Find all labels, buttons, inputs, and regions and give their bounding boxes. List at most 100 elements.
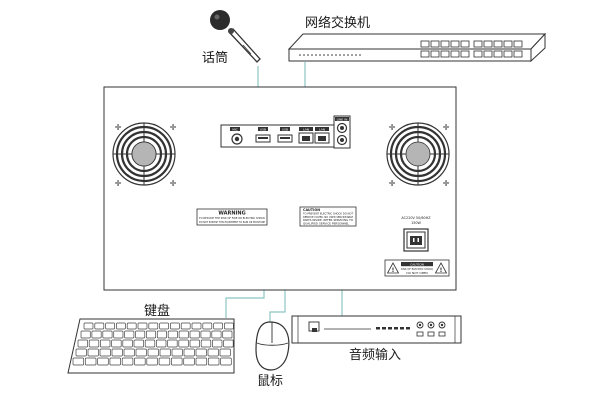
keyboard-key <box>220 357 232 366</box>
port-label-mic: MIC <box>232 127 238 131</box>
power-section: AC220V 50/60HZ 150W <box>401 216 431 252</box>
keyboard-key <box>223 339 234 348</box>
keyboard-key <box>144 339 156 348</box>
keyboard-key <box>148 322 159 330</box>
keyboard-key <box>180 322 191 330</box>
keyboard-icon: 键盘 <box>67 303 235 374</box>
port-label-lan2: LAN <box>319 127 325 131</box>
keyboard-key <box>133 339 144 348</box>
keyboard-key <box>224 322 234 330</box>
keyboard-key <box>183 348 195 357</box>
keyboard-key <box>116 322 126 330</box>
keyboard-key <box>111 348 123 357</box>
svg-text:✛: ✛ <box>115 123 122 132</box>
keyboard-key <box>158 357 171 366</box>
port-label-lan1: LAN <box>303 127 309 131</box>
keyboard-key <box>213 322 223 330</box>
keyboard-key <box>167 330 178 339</box>
power-rating: AC220V 50/60HZ <box>401 216 431 220</box>
keyboard-key <box>121 357 134 366</box>
keyboard-key <box>122 339 133 348</box>
keyboard-key <box>100 339 111 348</box>
keyboard-key <box>171 348 183 357</box>
audio-input-label: 音频输入 <box>349 347 401 363</box>
keyboard-key <box>211 330 222 339</box>
keyboard-key <box>102 330 113 339</box>
switch-ports <box>420 40 523 58</box>
microphone-label: 话筒 <box>202 50 228 66</box>
port-label-line-in: LINE IN <box>337 117 348 121</box>
caution-line-1: TO PREVENT ELECTRIC SHOCK DO NOT <box>302 212 353 216</box>
caution-line-3: PARTS INSIDE. REFER SERVICING TO <box>303 218 354 222</box>
main-unit-rear-panel: ✛ ✛ ✛ ✛ ✛ ✛ ✛ ✛ MIC <box>103 86 457 291</box>
keyboard-key <box>123 348 135 357</box>
svg-text:✛: ✛ <box>170 123 177 132</box>
mouse-icon: 鼠标 <box>255 321 290 389</box>
keyboard-key <box>159 322 169 330</box>
line-in-ports: LINE IN <box>333 115 351 149</box>
keyboard-key <box>80 330 91 339</box>
warning-label: WARNING TO REDUCE THE RISK OF FIRE OR EL… <box>196 208 268 226</box>
warning-triangle-icon-left <box>386 262 400 274</box>
keyboard-key <box>83 322 94 330</box>
keyboard-key <box>222 330 233 339</box>
keyboard-key <box>178 330 189 339</box>
svg-text:✛: ✛ <box>443 123 450 132</box>
keyboard-key <box>189 330 200 339</box>
keyboard-key <box>72 357 85 366</box>
keyboard-key <box>183 357 195 366</box>
keyboard-key <box>88 339 100 348</box>
keyboard-key <box>189 339 200 348</box>
keyboard-key <box>200 330 211 339</box>
port-label-usb1: USB <box>260 127 266 131</box>
keyboard-key <box>87 348 99 357</box>
mouse-label: 鼠标 <box>257 374 283 389</box>
warning-title: WARNING <box>218 211 245 217</box>
keyboard-key <box>195 357 208 366</box>
keyboard-key <box>105 322 115 330</box>
shock-caution-title: CAUTION <box>410 262 424 266</box>
keyboard-key <box>191 322 202 330</box>
keyboard-key <box>137 322 148 330</box>
keyboard-key <box>200 339 212 348</box>
warning-triangle-icon-right <box>434 262 448 274</box>
keyboard-key <box>75 348 87 357</box>
keyboard-key <box>91 330 102 339</box>
svg-text:!: ! <box>392 267 395 274</box>
keyboard-key <box>170 322 180 330</box>
left-fan-icon: ✛ ✛ ✛ ✛ <box>112 122 177 188</box>
network-switch-label: 网络交换机 <box>305 15 370 31</box>
caution-title: CAUTION <box>303 208 320 212</box>
keyboard-key <box>212 339 223 348</box>
svg-text:✛: ✛ <box>389 179 396 188</box>
keyboard-key <box>219 348 231 357</box>
keyboard-key <box>134 357 146 366</box>
keyboard-key <box>146 357 158 366</box>
keyboard-key <box>147 348 159 357</box>
keyboard-key <box>113 330 124 339</box>
shock-caution-line-2: DO NOT OPEN <box>406 271 427 275</box>
keyboard-key <box>167 339 178 348</box>
svg-text:✛: ✛ <box>115 179 122 188</box>
keyboard-key <box>207 357 220 366</box>
keyboard-key <box>124 330 135 339</box>
keyboard-key <box>156 339 167 348</box>
caution-label: CAUTION TO PREVENT ELECTRIC SHOCK DO NOT… <box>299 206 357 227</box>
keyboard-key <box>171 357 183 366</box>
power-watt: 150W <box>411 221 421 225</box>
keyboard-key <box>156 330 167 339</box>
svg-text:!: ! <box>440 267 443 274</box>
keyboard-label: 键盘 <box>144 303 170 319</box>
keyboard-key <box>77 339 88 348</box>
keyboard-key <box>146 330 157 339</box>
audio-input-device: 音频输入 <box>291 315 462 363</box>
keyboard-key <box>109 357 121 366</box>
keyboard-key <box>202 322 213 330</box>
keyboard-key <box>94 322 105 330</box>
keyboard-key <box>207 348 219 357</box>
shock-caution-label: ! ! CAUTION RISK OF ELECTRIC SHOCK DO NO… <box>384 259 450 277</box>
keyboard-key <box>126 322 137 330</box>
svg-text:✛: ✛ <box>389 123 396 132</box>
caution-line-2: REMOVE COVER. NO USER SERVICEABLE <box>303 215 353 219</box>
